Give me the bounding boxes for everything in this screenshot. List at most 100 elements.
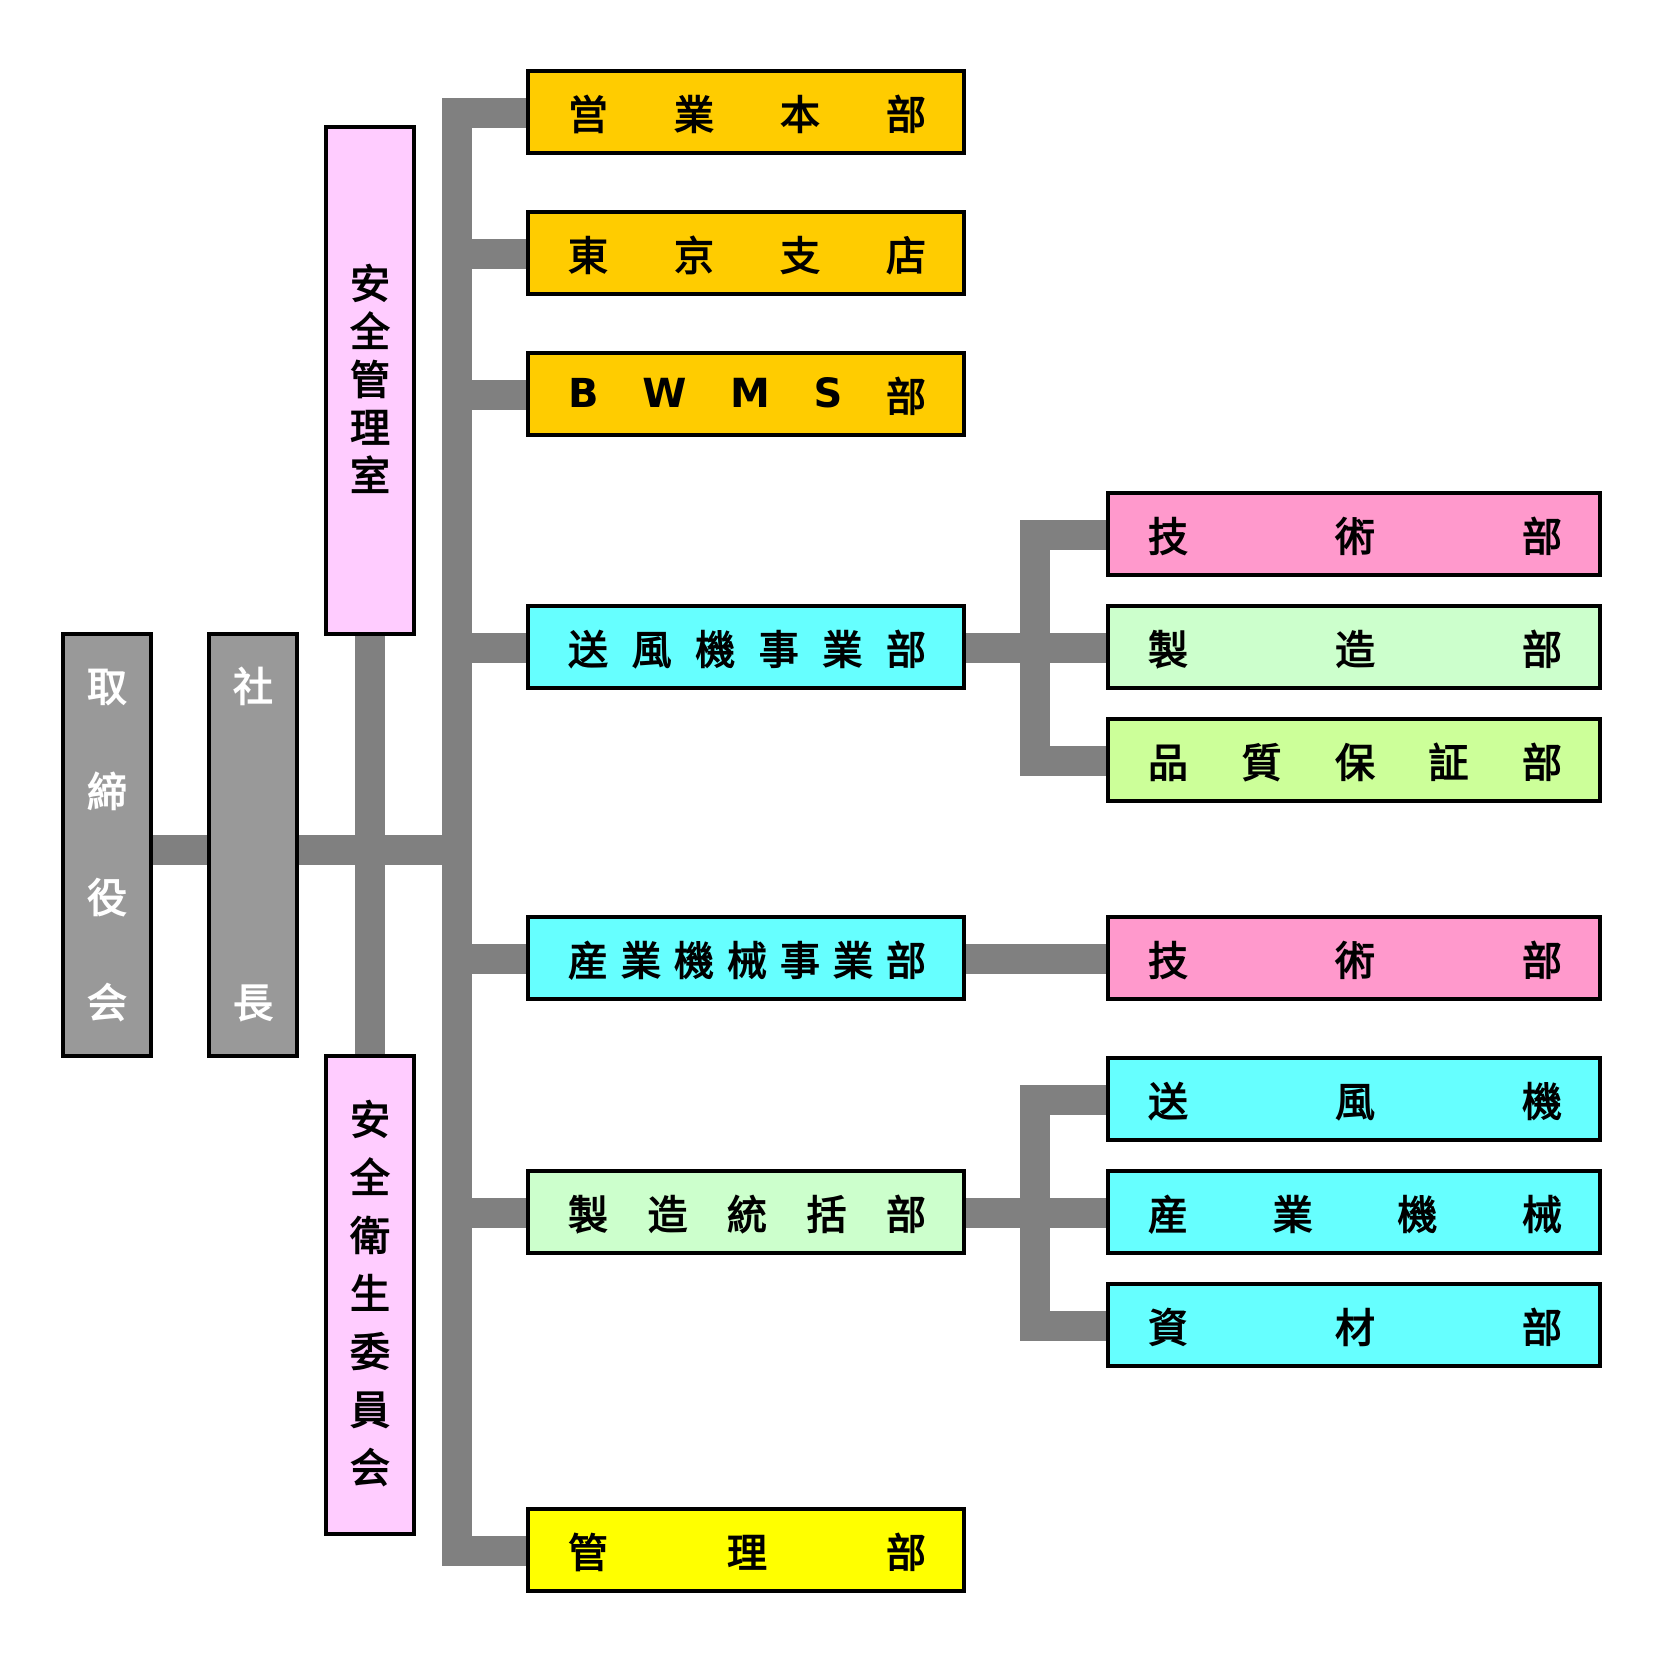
dept-manufacturing-control: 製 造 統 括 部 [526, 1169, 966, 1255]
connector-blower-branch [1020, 520, 1050, 776]
safety-committee-char: 生 [350, 1272, 390, 1318]
connector-industrial-engineering [963, 944, 1108, 974]
subdept-char: 術 [1335, 939, 1375, 985]
dept-char: 事 [758, 628, 799, 674]
safety-office-char: 室 [350, 453, 390, 500]
subdept-char: 部 [1522, 741, 1562, 787]
subdept-char: 技 [1148, 515, 1188, 561]
president: 社 長 [207, 632, 299, 1058]
dept-char: 製 [568, 1193, 608, 1239]
subdept-char: 品 [1148, 741, 1188, 787]
subdept-industrial-engineering: 技 術 部 [1106, 915, 1602, 1001]
dept-tokyo-branch: 東 京 支 店 [526, 210, 966, 296]
dept-blower-business: 送 風 機 事 業 部 [526, 604, 966, 690]
dept-char: 部 [886, 1193, 926, 1239]
dept-char: 業 [833, 939, 873, 985]
connector-industrial [442, 944, 527, 974]
dept-char: 理 [727, 1531, 767, 1577]
dept-char: 東 [568, 234, 608, 280]
safety-committee-char: 安 [350, 1098, 390, 1144]
connector-blower-engineering [1020, 520, 1108, 550]
board-char: 取 [87, 665, 127, 711]
subdept-char: 機 [1522, 1080, 1562, 1126]
subdept-char: 証 [1428, 741, 1469, 787]
subdept-char: 製 [1148, 628, 1188, 674]
dept-char: 部 [885, 628, 926, 674]
subdept-mfg-materials: 資 材 部 [1106, 1282, 1602, 1368]
connector-mfg-materials [1020, 1311, 1108, 1341]
dept-char: W [642, 371, 687, 417]
dept-char: 部 [886, 93, 926, 139]
safety-committee-char: 員 [350, 1388, 390, 1434]
subdept-char: 技 [1148, 939, 1188, 985]
dept-char: 京 [674, 234, 714, 280]
dept-char: 事 [780, 939, 820, 985]
subdept-char: 業 [1272, 1193, 1313, 1239]
dept-char: 業 [822, 628, 863, 674]
connector-blower-qa [1020, 746, 1108, 776]
connector-safety-vertical [355, 632, 385, 1058]
connector-board-president [148, 835, 208, 865]
board-char: 役 [87, 875, 127, 922]
dept-char: 造 [647, 1193, 688, 1239]
dept-char: 部 [886, 375, 926, 421]
dept-char: M [730, 371, 770, 417]
dept-char: 営 [568, 93, 608, 139]
subdept-char: 部 [1522, 1306, 1562, 1352]
dept-char: S [813, 371, 843, 417]
dept-char: 風 [631, 628, 672, 674]
safety-office-char: 管 [350, 357, 390, 404]
subdept-char: 風 [1335, 1080, 1375, 1126]
dept-char: 管 [568, 1531, 608, 1577]
safety-office-char: 全 [350, 309, 390, 356]
safety-management-office: 安 全 管 理 室 [324, 125, 416, 636]
board-of-directors: 取 締 役 会 [61, 632, 153, 1058]
safety-committee-char: 衛 [350, 1214, 390, 1260]
dept-industrial-machinery-business: 産 業 機 械 事 業 部 [526, 915, 966, 1001]
subdept-char: 部 [1522, 939, 1562, 985]
safety-committee-char: 全 [350, 1156, 390, 1202]
dept-char: 統 [727, 1193, 767, 1239]
dept-char: 械 [727, 939, 767, 985]
connector-tokyo [442, 239, 527, 269]
safety-health-committee: 安 全 衛 生 委 員 会 [324, 1054, 416, 1536]
board-char: 会 [87, 980, 127, 1027]
subdept-mfg-blower: 送 風 機 [1106, 1056, 1602, 1142]
dept-char: 部 [886, 1531, 926, 1577]
subdept-char: 機 [1397, 1193, 1438, 1239]
subdept-char: 保 [1335, 741, 1375, 787]
subdept-char: 資 [1148, 1306, 1188, 1352]
connector-admin [442, 1536, 527, 1566]
dept-char: 業 [674, 93, 714, 139]
dept-char: 送 [568, 628, 608, 674]
dept-administration: 管 理 部 [526, 1507, 966, 1593]
subdept-blower-engineering: 技 術 部 [1106, 491, 1602, 577]
dept-char: 括 [806, 1193, 847, 1239]
dept-bwms: B W M S 部 [526, 351, 966, 437]
safety-office-char: 安 [350, 261, 390, 308]
connector-main-trunk [442, 98, 472, 1566]
dept-char: B [568, 371, 599, 417]
safety-office-char: 理 [350, 405, 390, 452]
safety-committee-char: 会 [350, 1446, 390, 1492]
president-char: 社 [233, 665, 273, 711]
safety-committee-char: 委 [350, 1330, 390, 1376]
dept-char: 機 [695, 628, 736, 674]
subdept-char: 材 [1335, 1306, 1375, 1352]
dept-char: 産 [568, 939, 608, 985]
subdept-blower-quality-assurance: 品 質 保 証 部 [1106, 717, 1602, 803]
connector-mfg-blower [1020, 1085, 1108, 1115]
connector-bwms [442, 380, 527, 410]
subdept-char: 械 [1521, 1193, 1562, 1239]
subdept-char: 質 [1241, 741, 1282, 787]
connector-sales [442, 98, 527, 128]
dept-char: 本 [780, 93, 820, 139]
dept-char: 機 [674, 939, 714, 985]
dept-char: 店 [886, 234, 926, 280]
subdept-char: 部 [1522, 515, 1562, 561]
subdept-char: 造 [1335, 628, 1375, 674]
subdept-blower-production: 製 造 部 [1106, 604, 1602, 690]
connector-blower [442, 633, 527, 663]
dept-char: 支 [780, 234, 820, 280]
